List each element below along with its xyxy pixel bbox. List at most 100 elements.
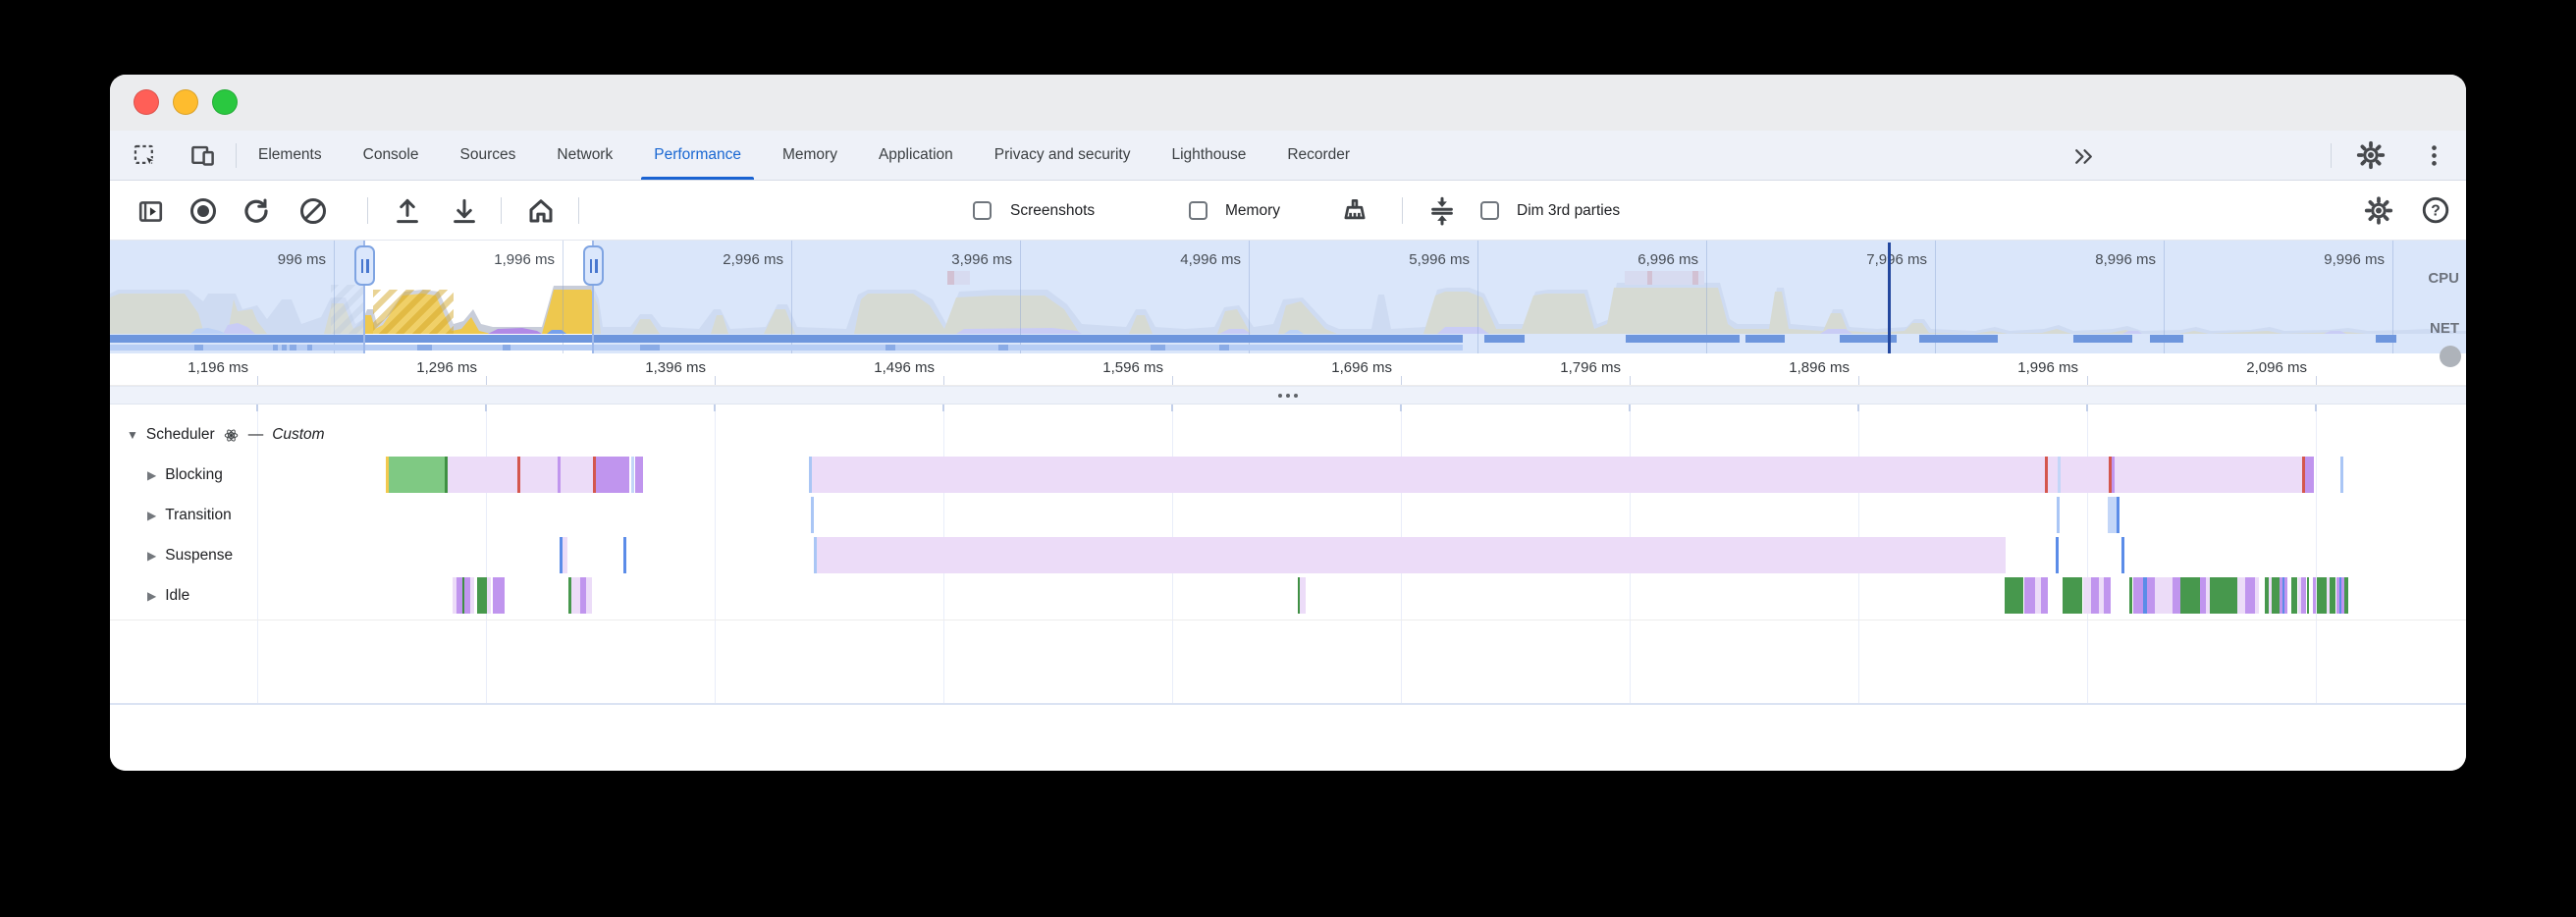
flame-chart-event[interactable] [623,537,626,573]
selection-handle-left[interactable] [354,245,375,286]
flame-chart-event[interactable] [811,497,814,533]
flame-chart-event[interactable] [2063,577,2082,614]
tab-network[interactable]: Network [536,131,633,180]
tab-application[interactable]: Application [858,131,974,180]
load-profile-icon[interactable] [393,196,422,226]
tab-console[interactable]: Console [343,131,440,180]
flame-chart-event[interactable] [448,457,517,493]
more-tabs-icon[interactable] [2068,141,2098,171]
tab-privacy-and-security[interactable]: Privacy and security [974,131,1152,180]
memory-checkbox[interactable] [1189,201,1208,220]
inspect-element-icon[interactable] [130,140,159,170]
flame-chart-event[interactable] [2104,577,2111,614]
flame-chart-event[interactable] [2180,577,2200,614]
flame-chart-event[interactable] [2272,577,2280,614]
flame-chart-event[interactable] [2058,457,2061,493]
titlebar[interactable] [110,75,2466,131]
flame-chart-event[interactable] [389,457,445,493]
flame-chart-event[interactable] [2237,577,2245,614]
flame-chart-event[interactable] [493,577,505,614]
flame-chart-event[interactable] [2056,537,2059,573]
collapse-tracks-icon[interactable] [1427,196,1457,226]
minimize-button[interactable] [173,89,198,115]
clear-icon[interactable] [298,196,328,226]
record-icon[interactable] [188,196,218,226]
flame-chart-event[interactable] [2317,577,2327,614]
flame-chart-event[interactable] [599,457,629,493]
track-group-scheduler[interactable]: ▼ Scheduler — Custom [127,424,325,446]
playhead-line[interactable] [1888,243,1891,353]
selection-handle-right[interactable] [583,245,604,286]
dim-3rd-parties-checkbox[interactable] [1480,201,1499,220]
expand-triangle-icon[interactable]: ▶ [147,589,156,603]
flame-chart-event[interactable] [477,577,487,614]
flame-chart-event[interactable] [2129,577,2132,614]
flame-chart-event[interactable] [2041,577,2048,614]
flame-chart-event[interactable] [2112,457,2115,493]
tab-elements[interactable]: Elements [238,131,343,180]
flame-chart-event[interactable] [2133,577,2143,614]
flame-chart-event[interactable] [561,457,593,493]
help-icon[interactable]: ? [2421,195,2450,225]
flame-chart-event[interactable] [2313,577,2316,614]
expand-triangle-icon[interactable]: ▶ [147,549,156,563]
tab-memory[interactable]: Memory [762,131,858,180]
flame-chart-event[interactable] [2340,457,2343,493]
tab-lighthouse[interactable]: Lighthouse [1151,131,1266,180]
flame-chart-event[interactable] [563,537,567,573]
flame-chart-event[interactable] [2083,577,2091,614]
flame-chart-event[interactable] [812,457,2314,493]
home-icon[interactable] [526,196,556,226]
timeline-overview[interactable]: 996 ms1,996 ms2,996 ms3,996 ms4,996 ms5,… [110,241,2466,353]
track-row-transition[interactable]: ▶Transition [147,505,232,526]
collect-garbage-icon[interactable] [1340,196,1369,226]
flame-chart-event[interactable] [2210,577,2237,614]
flame-chart-event[interactable] [2173,577,2180,614]
flame-chart-event[interactable] [2284,577,2287,614]
flame-chart-event[interactable] [2301,577,2306,614]
device-toolbar-icon[interactable] [188,140,217,170]
flame-chart-tracks[interactable]: ▼ Scheduler — Custom ▶Blocking▶Transitio… [110,405,2466,703]
flame-chart-event[interactable] [2305,457,2314,493]
flame-chart-event[interactable] [635,457,643,493]
flame-chart-event[interactable] [571,577,580,614]
scrollbar-thumb[interactable] [2440,346,2461,367]
flame-chart-event[interactable] [2255,577,2259,614]
flame-chart-event[interactable] [1300,577,1306,614]
reload-record-icon[interactable] [242,196,271,226]
flame-chart-event[interactable] [2024,577,2035,614]
kebab-menu-icon[interactable] [2419,140,2448,170]
flame-chart-event[interactable] [2057,497,2060,533]
screenshots-checkbox[interactable] [973,201,992,220]
flame-chart-event[interactable] [2045,457,2048,493]
flame-chart-event[interactable] [2291,577,2297,614]
flame-chart-event[interactable] [817,537,2006,573]
flame-chart-event[interactable] [2117,497,2120,533]
save-profile-icon[interactable] [450,196,479,226]
flame-chart-event[interactable] [487,577,491,614]
flame-chart-event[interactable] [2005,577,2023,614]
capture-settings-gear-icon[interactable] [2364,195,2393,225]
flame-chart-event[interactable] [470,577,474,614]
zoom-button[interactable] [212,89,238,115]
tab-recorder[interactable]: Recorder [1266,131,1370,180]
flame-chart-event[interactable] [2307,577,2309,614]
flame-chart-event[interactable] [2245,577,2255,614]
flame-chart-event[interactable] [2330,577,2335,614]
expand-triangle-icon[interactable]: ▶ [147,468,156,482]
flame-chart-event[interactable] [520,457,558,493]
close-button[interactable] [134,89,159,115]
expand-triangle-icon[interactable]: ▶ [147,509,156,522]
flame-chart-event[interactable] [2147,577,2155,614]
collapse-triangle-icon[interactable]: ▼ [127,428,138,442]
flame-chart-event[interactable] [586,577,592,614]
flame-chart-event[interactable] [2344,577,2348,614]
tab-performance[interactable]: Performance [633,131,762,180]
track-row-suspense[interactable]: ▶Suspense [147,545,233,566]
flame-chart-event[interactable] [2091,577,2099,614]
flame-chart-event[interactable] [2121,537,2124,573]
toggle-sidebar-icon[interactable] [135,196,165,226]
flame-chart-event[interactable] [2155,577,2173,614]
flame-chart-event[interactable] [631,457,634,493]
pane-splitter[interactable] [110,386,2466,405]
